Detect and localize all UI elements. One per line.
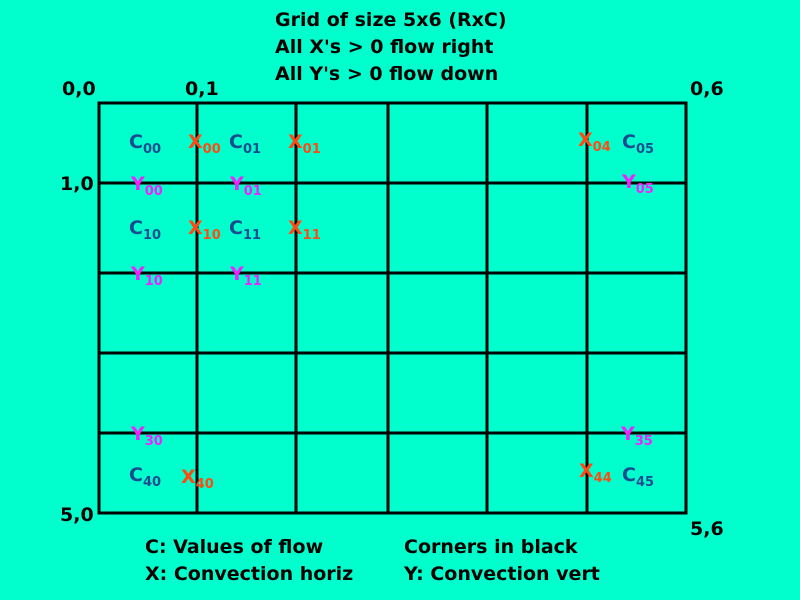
corner-label-5-0: 5,0: [60, 504, 94, 526]
corner-label-0-6: 0,6: [690, 78, 724, 100]
corner-label-1-0: 1,0: [60, 173, 94, 195]
label-x01: X01: [288, 131, 321, 157]
label-y10: Y10: [131, 263, 163, 289]
label-c00: C00: [129, 131, 162, 157]
label-x10: X10: [188, 217, 221, 243]
label-y01: Y01: [230, 173, 262, 199]
title-line-3: All Y's > 0 flow down: [275, 63, 499, 85]
label-x40: X40: [181, 466, 214, 492]
label-x44: X44: [579, 460, 612, 486]
label-y35: Y35: [621, 423, 653, 449]
label-c05: C05: [622, 131, 655, 157]
label-y11: Y11: [230, 263, 262, 289]
label-x04: X04: [578, 129, 611, 155]
label-c45: C45: [622, 464, 655, 490]
label-x11: X11: [288, 217, 321, 243]
label-y05: Y05: [622, 171, 654, 197]
label-c11: C11: [229, 217, 262, 243]
title-line-1: Grid of size 5x6 (RxC): [275, 9, 507, 31]
label-y00: Y00: [131, 173, 163, 199]
label-c01: C01: [229, 131, 262, 157]
label-y30: Y30: [131, 423, 163, 449]
legend-c: C: Values of flow: [145, 536, 324, 558]
legend-x: X: Convection horiz: [145, 563, 354, 585]
corner-label-5-6: 5,6: [690, 518, 724, 540]
corner-label-0-0: 0,0: [62, 78, 96, 100]
label-x00: X00: [188, 131, 221, 157]
corner-label-0-1: 0,1: [185, 78, 219, 100]
label-c10: C10: [129, 217, 162, 243]
title-line-2: All X's > 0 flow right: [275, 36, 494, 58]
legend-y: Y: Convection vert: [404, 563, 600, 585]
legend-corners: Corners in black: [404, 536, 578, 558]
label-c40: C40: [129, 464, 162, 490]
